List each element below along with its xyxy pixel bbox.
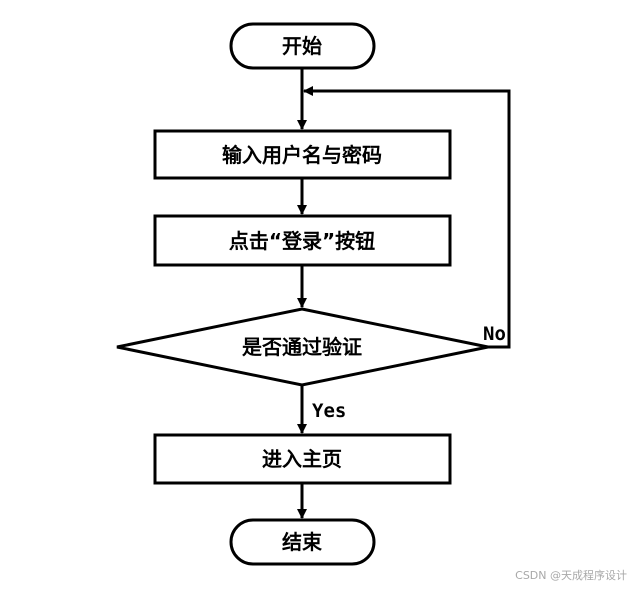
watermark: CSDN @天成程序设计 — [515, 569, 627, 582]
arrow-no-loop — [303, 86, 511, 349]
verify-decision-label: 是否通过验证 — [241, 335, 362, 359]
click-login-label: 点击“登录”按钮 — [229, 229, 375, 253]
yes-label: Yes — [312, 400, 346, 422]
no-label: No — [483, 323, 506, 345]
input-credentials-label: 输入用户名与密码 — [222, 143, 382, 167]
enter-home-label: 进入主页 — [262, 447, 342, 471]
start-label: 开始 — [282, 34, 322, 58]
input-credentials-process — [153, 129, 452, 180]
end-terminal — [229, 518, 376, 566]
end-label: 结束 — [282, 530, 323, 554]
